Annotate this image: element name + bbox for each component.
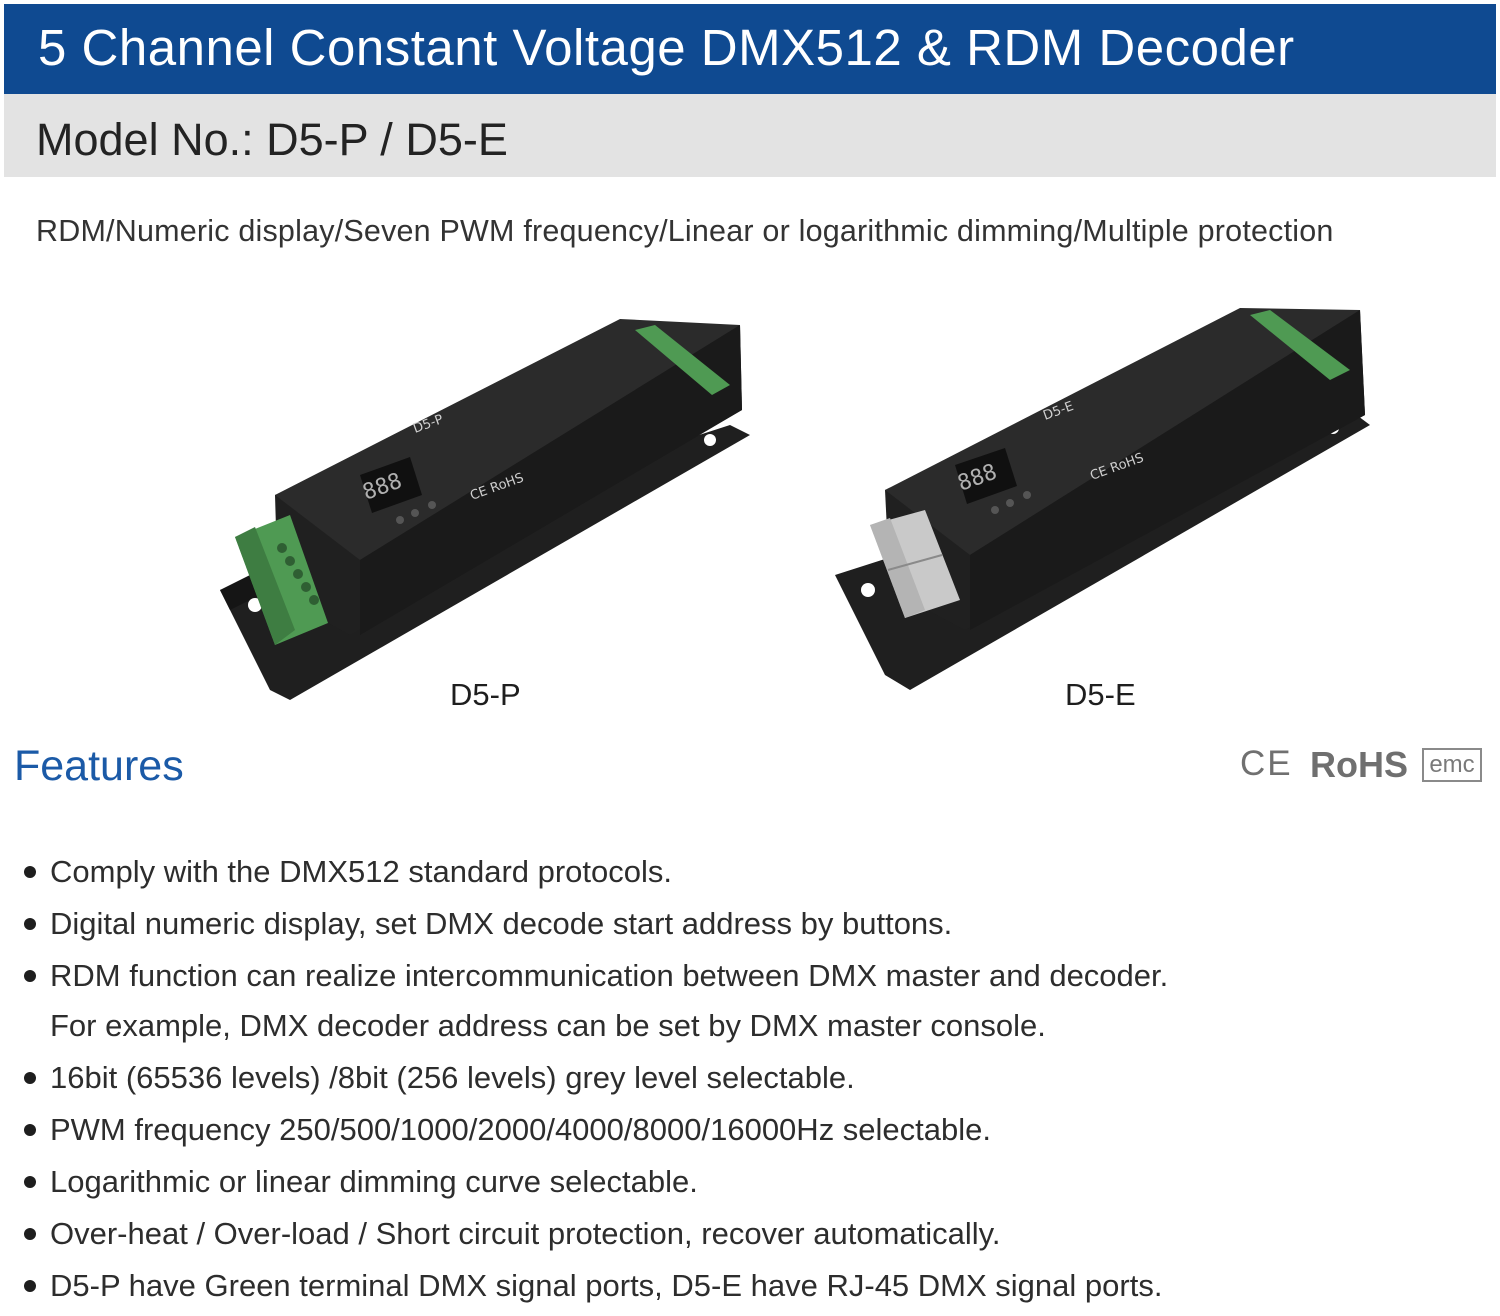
features-list: Comply with the DMX512 standard protocol… (20, 850, 1320, 1316)
list-item: Logarithmic or linear dimming curve sele… (20, 1160, 1320, 1212)
feature-summary: RDM/Numeric display/Seven PWM frequency/… (36, 214, 1334, 248)
bullet-dot-icon (24, 1228, 36, 1240)
bullet-dot-icon (24, 866, 36, 878)
d5p-device-image: 888 D5-P CE RoHS (220, 319, 750, 700)
emc-mark-icon: emc (1422, 748, 1482, 782)
list-item: D5-P have Green terminal DMX signal port… (20, 1264, 1320, 1316)
list-item: PWM frequency 250/500/1000/2000/4000/800… (20, 1108, 1320, 1160)
bullet-dot-icon (24, 1280, 36, 1292)
bullet-dot-icon (24, 918, 36, 930)
feature-text: Over-heat / Over-load / Short circuit pr… (50, 1216, 1001, 1251)
list-item: 16bit (65536 levels) /8bit (256 levels) … (20, 1056, 1320, 1108)
d5e-device-image: 888 D5-E CE RoHS (835, 308, 1370, 690)
bullet-dot-icon (24, 1124, 36, 1136)
title-banner: 5 Channel Constant Voltage DMX512 & RDM … (4, 4, 1496, 94)
feature-text: RDM function can realize intercommunicat… (50, 958, 1169, 993)
model-banner: Model No.: D5-P / D5-E (4, 94, 1496, 177)
ce-mark-icon: CE (1240, 744, 1293, 783)
list-item: Comply with the DMX512 standard protocol… (20, 850, 1320, 902)
product-label-d5e: D5-E (1065, 677, 1136, 712)
bullet-dot-icon (24, 1072, 36, 1084)
feature-text: PWM frequency 250/500/1000/2000/4000/800… (50, 1112, 992, 1147)
rohs-mark-icon: RoHS (1310, 744, 1408, 785)
bullet-dot-icon (24, 970, 36, 982)
feature-text: D5-P have Green terminal DMX signal port… (50, 1268, 1163, 1303)
feature-text: 16bit (65536 levels) /8bit (256 levels) … (50, 1060, 855, 1095)
product-d5e: 888 D5-E CE RoHS D5-E (830, 300, 1390, 712)
list-item: RDM function can realize intercommunicat… (20, 954, 1320, 1056)
list-item: Digital numeric display, set DMX decode … (20, 902, 1320, 954)
product-d5p: 888 D5-P CE RoHS D5-P (210, 305, 770, 712)
list-item: Over-heat / Over-load / Short circuit pr… (20, 1212, 1320, 1264)
product-label-d5p: D5-P (450, 677, 521, 712)
feature-text-continuation: For example, DMX decoder address can be … (50, 1008, 1046, 1043)
model-number: Model No.: D5-P / D5-E (36, 114, 508, 165)
feature-text: Digital numeric display, set DMX decode … (50, 906, 953, 941)
feature-text: Logarithmic or linear dimming curve sele… (50, 1164, 698, 1199)
bullet-dot-icon (24, 1176, 36, 1188)
feature-text: Comply with the DMX512 standard protocol… (50, 854, 673, 889)
features-heading: Features (14, 742, 184, 790)
page-title: 5 Channel Constant Voltage DMX512 & RDM … (38, 19, 1295, 76)
